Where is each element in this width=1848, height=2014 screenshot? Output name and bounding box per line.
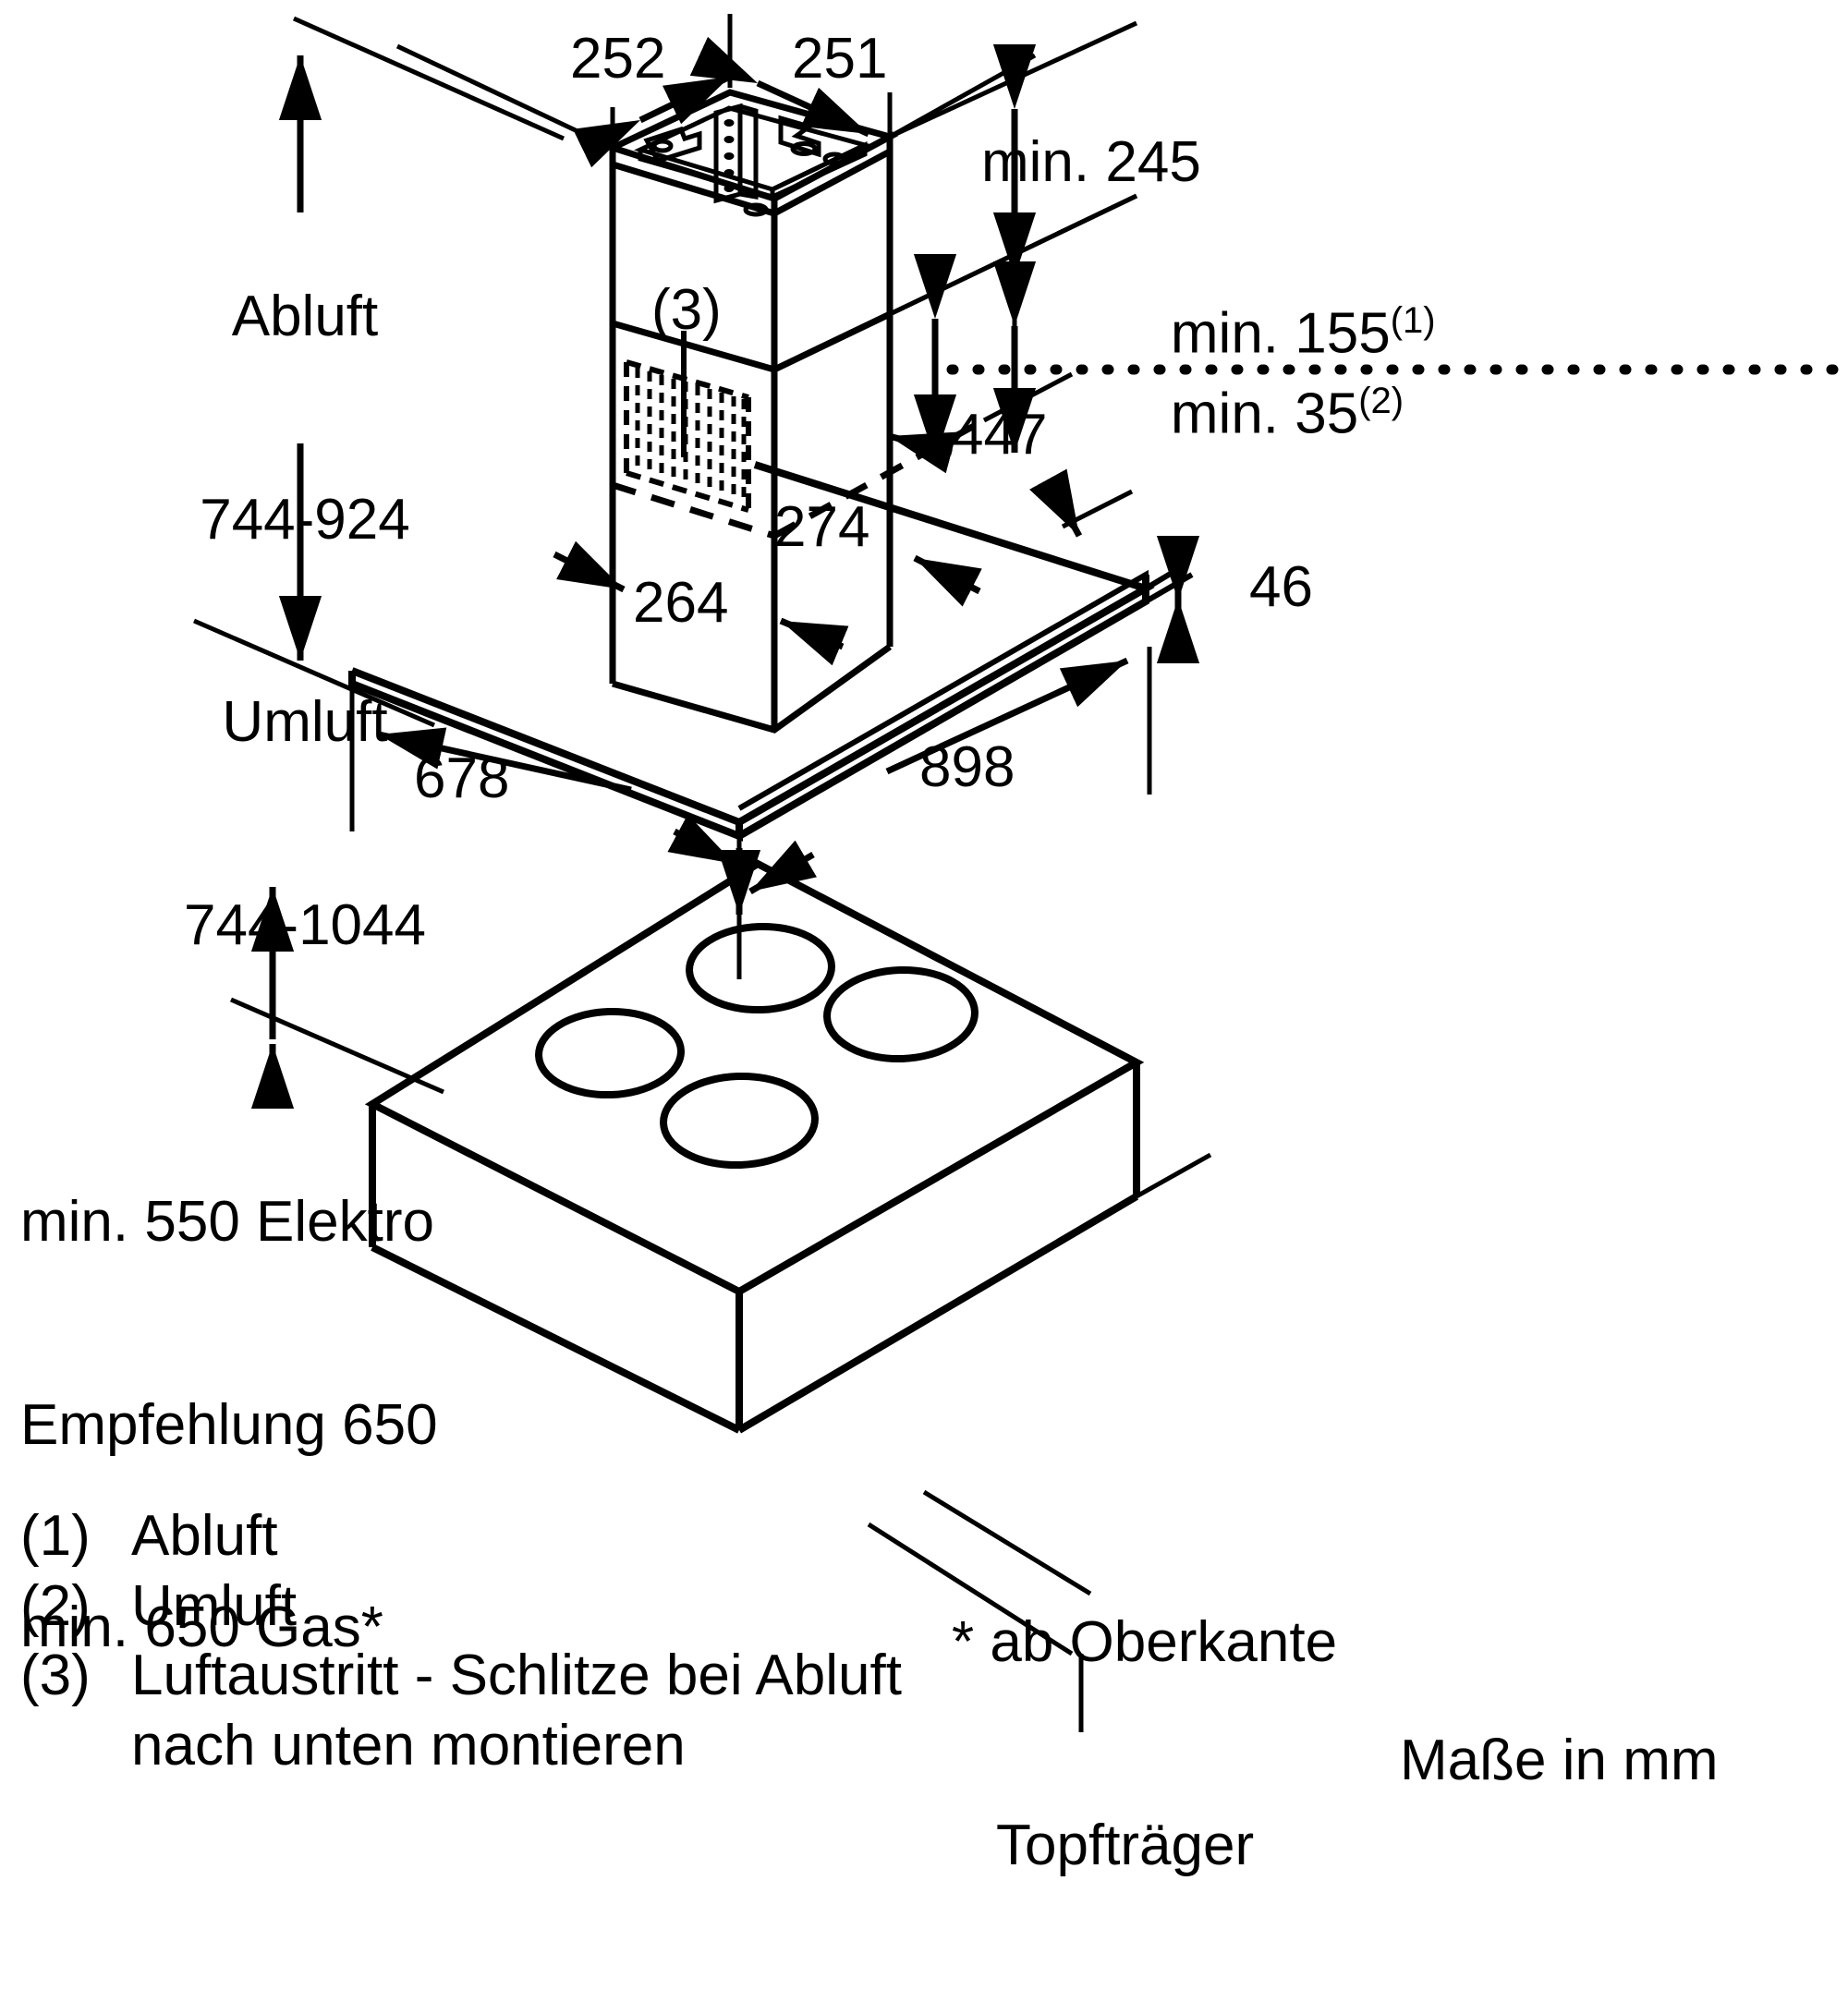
dim-label-274: 274	[774, 495, 870, 559]
canopy-edge-detail	[1144, 561, 1194, 604]
canopy-box-hidden-edges	[611, 417, 986, 540]
dim-label-46: 46	[1249, 555, 1313, 619]
footnote-line-1: * ab Oberkante	[952, 1610, 1338, 1675]
dim-label-251: 251	[792, 27, 888, 91]
dim-label-252: 252	[570, 27, 666, 91]
drawing-canvas: Abluft 744-924 Umluft 744-1044 252 251 m…	[20, 14, 1844, 1877]
height-line-abluft: Abluft	[231, 285, 379, 349]
units-note: Maße in mm	[1400, 1729, 1719, 1792]
chimney-lower-body	[609, 314, 894, 734]
legend-leader	[867, 1489, 1092, 1732]
height-line-umluft-range: 744-1044	[183, 892, 427, 957]
cooktop-burners	[535, 922, 979, 1170]
dim-678	[349, 677, 632, 831]
technical-drawing-svg	[193, 14, 1844, 1732]
clearance-line-gas: min. 650 Gas*	[20, 1595, 383, 1660]
min-35-value: min. 35	[1170, 382, 1359, 446]
dim-898	[885, 647, 1152, 795]
dim-hood-height	[193, 16, 565, 728]
dim-label-898: 898	[919, 735, 1015, 799]
dim-label-678: 678	[414, 746, 510, 810]
legend-block: (1) Abluft (2) Umluft (3) Luftaustritt -…	[20, 1501, 902, 1781]
legend-row-3: (3) Luftaustritt - Schlitze bei Abluft	[20, 1641, 902, 1711]
min-155-note: (1)	[1390, 300, 1436, 341]
air-outlet-slots	[624, 359, 751, 513]
dim-label-264: 264	[633, 571, 729, 635]
height-line-abluft-range: 744-924	[200, 487, 410, 552]
footnote-line-2: Topfträger	[996, 1813, 1255, 1877]
dim-447	[888, 261, 1134, 538]
clearance-line-recommended: Empfehlung 650	[20, 1392, 438, 1457]
dim-label-min-35: min. 35(2)	[1107, 325, 1404, 501]
dim-label-min-155: min. 155(1)	[1107, 245, 1436, 420]
dim-274	[913, 554, 982, 607]
axis-canopy-hob	[667, 814, 818, 979]
dim-label-min-245: min. 245	[981, 130, 1201, 194]
hob-clearance-block: min. 550 Elektro Empfehlung 650 min. 650…	[20, 1053, 593, 1797]
min-35-note: (2)	[1358, 381, 1404, 421]
cooktop	[364, 859, 1145, 1434]
clearance-line-electric: min. 550 Elektro	[20, 1190, 434, 1255]
legend-row-1: (1) Abluft	[20, 1501, 902, 1571]
legend-text-3: Luftaustritt - Schlitze bei Abluft	[131, 1644, 902, 1708]
callout-label-3: (3)	[651, 278, 722, 342]
dim-hob-clearance	[230, 887, 444, 1109]
legend-key-2: (2)	[20, 1573, 91, 1638]
dim-264	[553, 540, 849, 666]
dim-label-447: 447	[952, 403, 1048, 467]
legend-text-2: Umluft	[131, 1573, 298, 1638]
legend-text-3b: nach unten montieren	[131, 1713, 686, 1777]
legend-key-3: (3)	[20, 1644, 91, 1708]
legend-key-1: (1)	[20, 1504, 91, 1568]
footnote-leader	[1135, 1152, 1212, 1199]
legend-row-2: (2) Umluft	[20, 1571, 902, 1642]
height-line-umluft: Umluft	[222, 690, 388, 755]
min-155-value: min. 155	[1170, 301, 1391, 366]
legend-text-1: Abluft	[131, 1504, 278, 1568]
hood-height-block: Abluft 744-924 Umluft 744-1044	[120, 148, 490, 1094]
